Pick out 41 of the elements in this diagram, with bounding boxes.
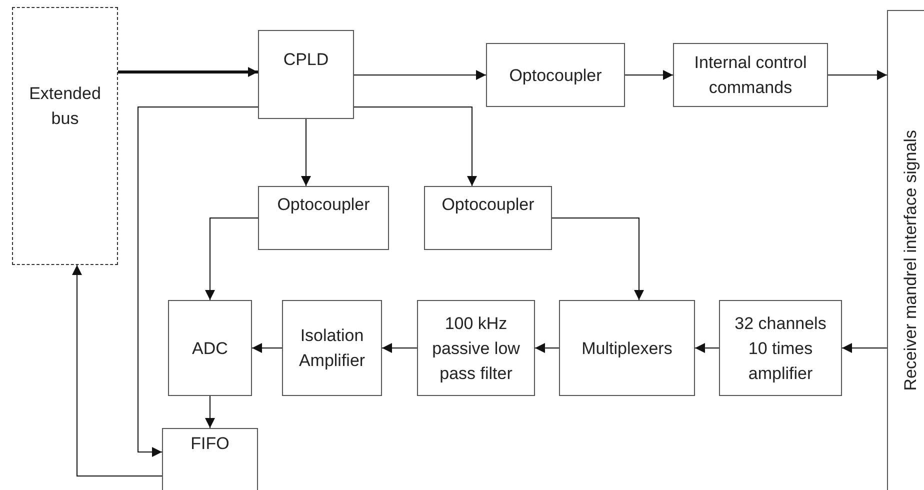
arrow (354, 70, 486, 80)
arrow (72, 264, 162, 476)
block-label: Optocoupler (508, 64, 603, 86)
arrow (842, 343, 888, 353)
block-label: Receiver mandrel interface signals (900, 130, 920, 390)
arrow (552, 218, 644, 300)
arrow (118, 67, 258, 77)
block-label: ADC (191, 338, 229, 360)
block-box (424, 186, 552, 250)
block-label: 100 kHz passive low pass filter (431, 312, 521, 384)
block-label: Isolation Amplifier (298, 325, 366, 372)
arrow (828, 70, 888, 80)
block-label: Optocoupler (276, 194, 371, 216)
block-box (258, 186, 389, 250)
arrow (624, 70, 674, 80)
block-box (559, 300, 695, 396)
arrow (252, 343, 282, 353)
block-box (486, 43, 625, 107)
block-box (12, 7, 118, 265)
block-box (162, 428, 258, 490)
block-label: 32 channels 10 times amplifier (734, 312, 828, 384)
arrow (354, 106, 477, 186)
block-label: Multiplexers (580, 338, 674, 360)
arrow (205, 218, 258, 300)
block-box (258, 30, 354, 119)
block-label: Internal control commands (693, 52, 808, 99)
block-box (168, 300, 252, 396)
block-label: CPLD (282, 49, 330, 71)
block-label: FIFO (190, 432, 230, 454)
arrow (301, 118, 311, 186)
arrow (534, 343, 560, 353)
block-box (417, 300, 535, 396)
arrow (382, 343, 418, 353)
block-box (673, 43, 828, 107)
block-box (282, 300, 382, 396)
block-box (719, 300, 842, 396)
block-label: Optocoupler (440, 194, 536, 216)
arrow (138, 106, 258, 457)
arrow (694, 343, 720, 353)
block-label: Extended bus (28, 83, 102, 130)
arrow (205, 396, 215, 428)
